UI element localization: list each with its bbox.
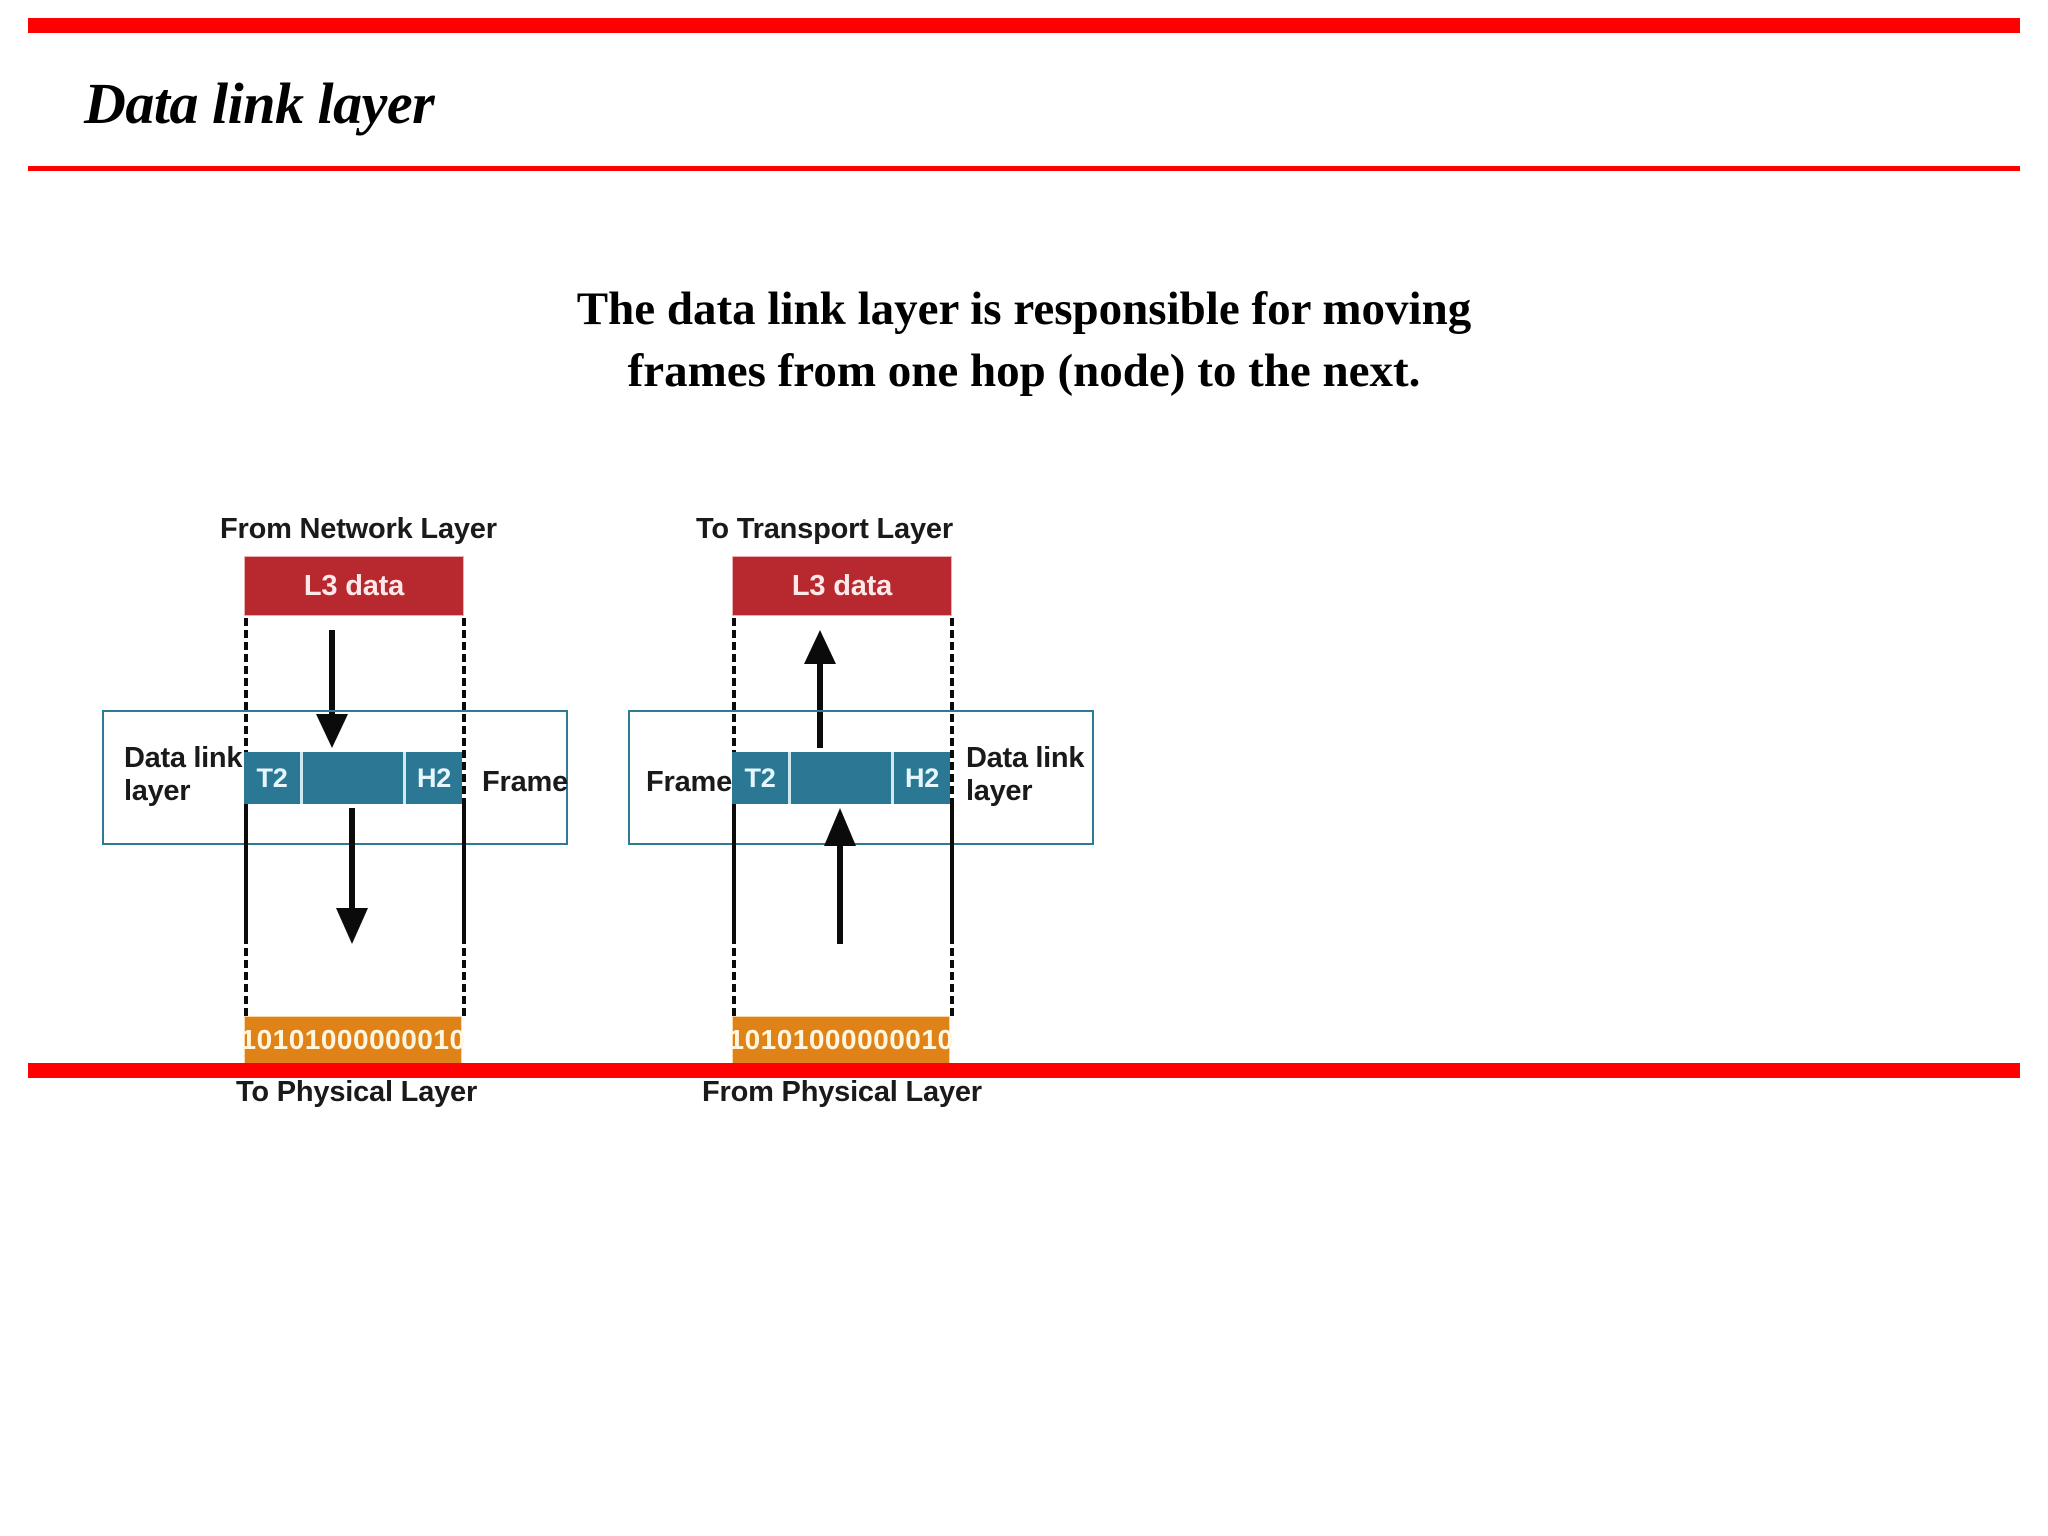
right-layer-label-line1: Data link	[966, 742, 1085, 774]
left-arrow-down-to-physical	[332, 808, 372, 944]
right-physical-bits-block: 10101000000010	[729, 1016, 953, 1064]
left-layer-label: Data link layer	[124, 742, 242, 808]
left-data-link-layer-box	[102, 710, 568, 845]
right-layer-label: Data link layer	[966, 742, 1084, 808]
left-frame-strip: T2 H2	[244, 752, 462, 804]
right-guide-line-end-lower	[950, 804, 954, 1016]
right-frame-header-h2: H2	[904, 762, 940, 793]
page-title: Data link layer	[84, 71, 435, 136]
left-frame-word-label: Frame	[482, 766, 569, 798]
left-frame-payload	[300, 752, 406, 804]
left-layer-label-line1: Data link	[124, 742, 243, 774]
top-red-rule	[28, 18, 2020, 33]
left-l3-data-block: L3 data	[244, 556, 464, 616]
right-guide-line-end	[950, 618, 954, 938]
right-data-link-layer-box	[628, 710, 1094, 845]
bottom-red-rule	[28, 1063, 2020, 1078]
left-top-caption: From Network Layer	[220, 513, 497, 545]
data-link-layer-diagram: From Network Layer L3 data Data link lay…	[0, 513, 2048, 1220]
right-guide-line-start-lower	[732, 804, 736, 1016]
left-guide-line-end	[462, 618, 466, 938]
right-l3-data-block: L3 data	[732, 556, 952, 616]
right-frame-payload	[788, 752, 894, 804]
right-frame-trailer-t2: T2	[744, 762, 776, 793]
slide-subtitle: The data link layer is responsible for m…	[0, 278, 2048, 402]
right-frame-strip: T2 H2	[732, 752, 950, 804]
left-frame-header-h2: H2	[416, 762, 452, 793]
diagram-panel-receiving: To Transport Layer L3 data Frame T2 H2 D…	[628, 513, 1684, 1220]
subtitle-line-2: frames from one hop (node) to the next.	[627, 345, 1421, 397]
subtitle-line-1: The data link layer is responsible for m…	[576, 283, 1472, 335]
title-underline-rule	[28, 166, 2020, 171]
right-arrow-up-from-physical	[820, 808, 860, 944]
left-arrow-down-encapsulate	[312, 630, 352, 748]
right-bottom-caption: From Physical Layer	[702, 1076, 982, 1108]
right-top-caption: To Transport Layer	[696, 513, 953, 545]
right-arrow-up-decapsulate	[800, 630, 840, 748]
right-layer-label-line2: layer	[966, 775, 1033, 807]
left-bottom-caption: To Physical Layer	[236, 1076, 478, 1108]
diagram-panel-sending: From Network Layer L3 data Data link lay…	[20, 513, 1044, 1220]
left-physical-bits-block: 10101000000010	[241, 1016, 465, 1064]
left-frame-trailer-t2: T2	[256, 762, 288, 793]
left-layer-label-line2: layer	[124, 775, 191, 807]
left-guide-line-start-lower	[244, 804, 248, 1016]
left-guide-line-end-lower	[462, 804, 466, 1016]
right-frame-word-label: Frame	[646, 766, 733, 798]
